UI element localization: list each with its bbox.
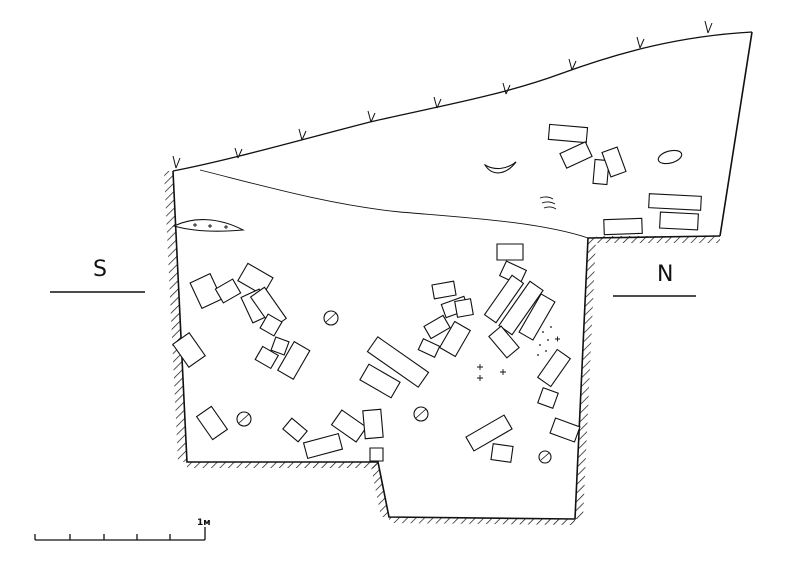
trench-wall-hatching <box>164 171 720 525</box>
section-label-north: N <box>657 262 674 287</box>
section-label-south: S <box>93 257 107 282</box>
ground-surface <box>173 21 752 171</box>
round-finds <box>237 311 551 463</box>
find-symbols <box>193 197 560 381</box>
stones <box>173 124 702 462</box>
pottery-sherds <box>174 148 683 231</box>
scale-bar-label: 1м <box>197 518 211 528</box>
layer-boundary-line <box>200 170 588 238</box>
grass-tufts <box>173 21 712 168</box>
charcoal-dots <box>537 326 552 356</box>
scale-bar <box>35 527 205 540</box>
